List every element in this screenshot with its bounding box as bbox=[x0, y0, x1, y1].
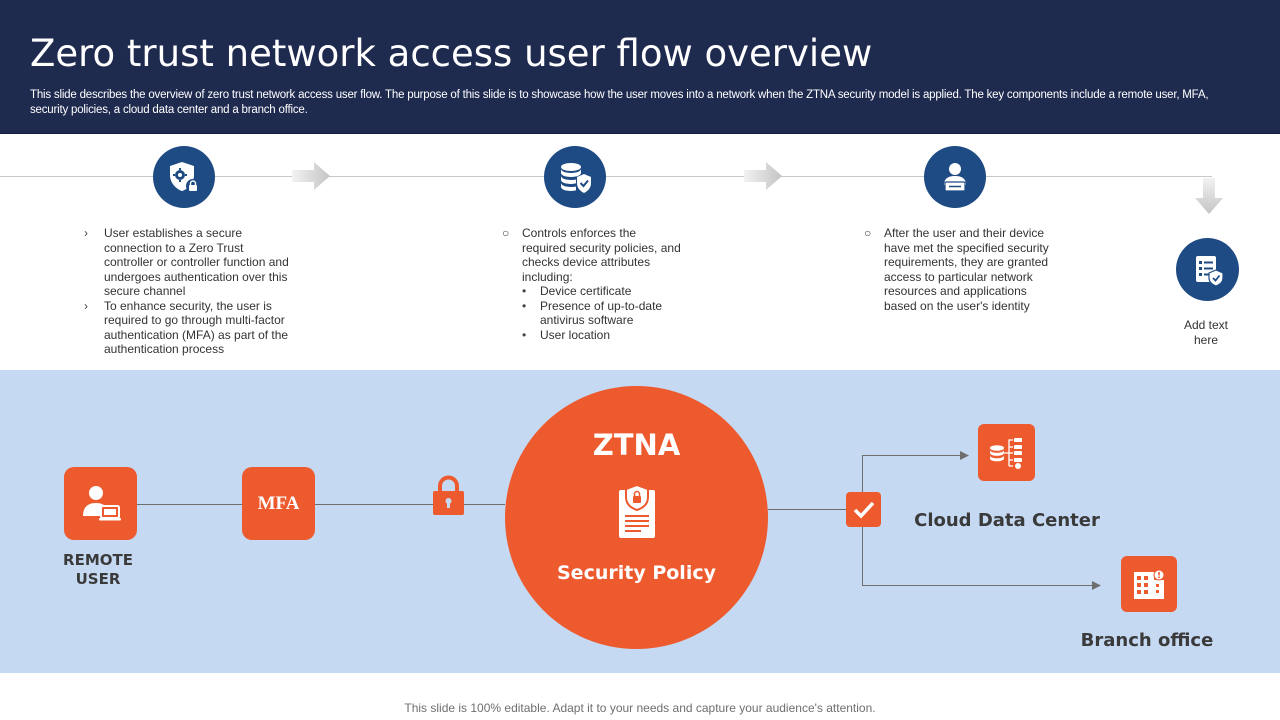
database-shield-icon bbox=[544, 146, 606, 208]
list-item: •User location bbox=[522, 327, 611, 342]
ztna-title: ZTNA bbox=[592, 428, 681, 462]
list-item: •Device certificate bbox=[522, 284, 632, 298]
mfa-label: MFA bbox=[257, 492, 300, 514]
footer-note: This slide is 100% editable. Adapt it to… bbox=[404, 701, 876, 715]
list-item: ›To enhance security, the user is requir… bbox=[84, 298, 289, 357]
list-item: ›User establishes a secure connection to… bbox=[84, 226, 289, 298]
step-2-text: ○Controls enforces the required security… bbox=[502, 226, 682, 342]
shield-gear-lock-icon bbox=[153, 146, 215, 208]
connector-line bbox=[862, 455, 962, 456]
mfa-node: MFA bbox=[242, 467, 315, 540]
remote-user-label: REMOTE USER bbox=[63, 551, 133, 588]
slide-description: This slide describes the overview of zer… bbox=[30, 89, 1209, 116]
lock-icon bbox=[433, 475, 464, 515]
policy-document-icon bbox=[619, 484, 655, 538]
list-item: ○After the user and their device have me… bbox=[864, 226, 1049, 313]
cloud-data-center-label: Cloud Data Center bbox=[914, 510, 1100, 531]
checklist-shield-icon bbox=[1176, 238, 1239, 301]
branch-office-label: Branch office bbox=[1080, 630, 1214, 651]
user-laptop-icon bbox=[82, 485, 121, 520]
cloud-data-center-node bbox=[978, 424, 1035, 481]
branch-office-node bbox=[1121, 556, 1177, 612]
building-icon bbox=[1134, 569, 1165, 599]
checkmark-icon bbox=[853, 501, 874, 519]
arrowhead-icon bbox=[960, 451, 969, 460]
ztna-circle: ZTNA Security Policy bbox=[505, 386, 768, 649]
arrowhead-icon bbox=[1092, 581, 1101, 590]
connector-line bbox=[768, 509, 863, 510]
add-text-placeholder: Add text here bbox=[1183, 318, 1229, 347]
step-1-text: ›User establishes a secure connection to… bbox=[84, 226, 294, 357]
connector-line bbox=[862, 585, 1094, 586]
user-workstation-icon bbox=[924, 146, 986, 208]
access-granted-node bbox=[846, 492, 881, 527]
data-center-icon bbox=[989, 437, 1022, 469]
timeline-line bbox=[0, 176, 1212, 177]
list-item: •Presence of up-to-date antivirus softwa… bbox=[522, 298, 663, 328]
security-policy-label: Security Policy bbox=[557, 562, 716, 584]
arrow-right-icon bbox=[744, 162, 782, 190]
arrow-right-icon bbox=[292, 162, 330, 190]
list-item: ○Controls enforces the required security… bbox=[502, 226, 681, 284]
step-3-text: ○After the user and their device have me… bbox=[864, 226, 1054, 313]
arrow-down-icon bbox=[1195, 178, 1223, 214]
page-title: Zero trust network access user flow over… bbox=[30, 32, 873, 75]
header-banner: Zero trust network access user flow over… bbox=[0, 0, 1280, 134]
remote-user-node bbox=[64, 467, 137, 540]
